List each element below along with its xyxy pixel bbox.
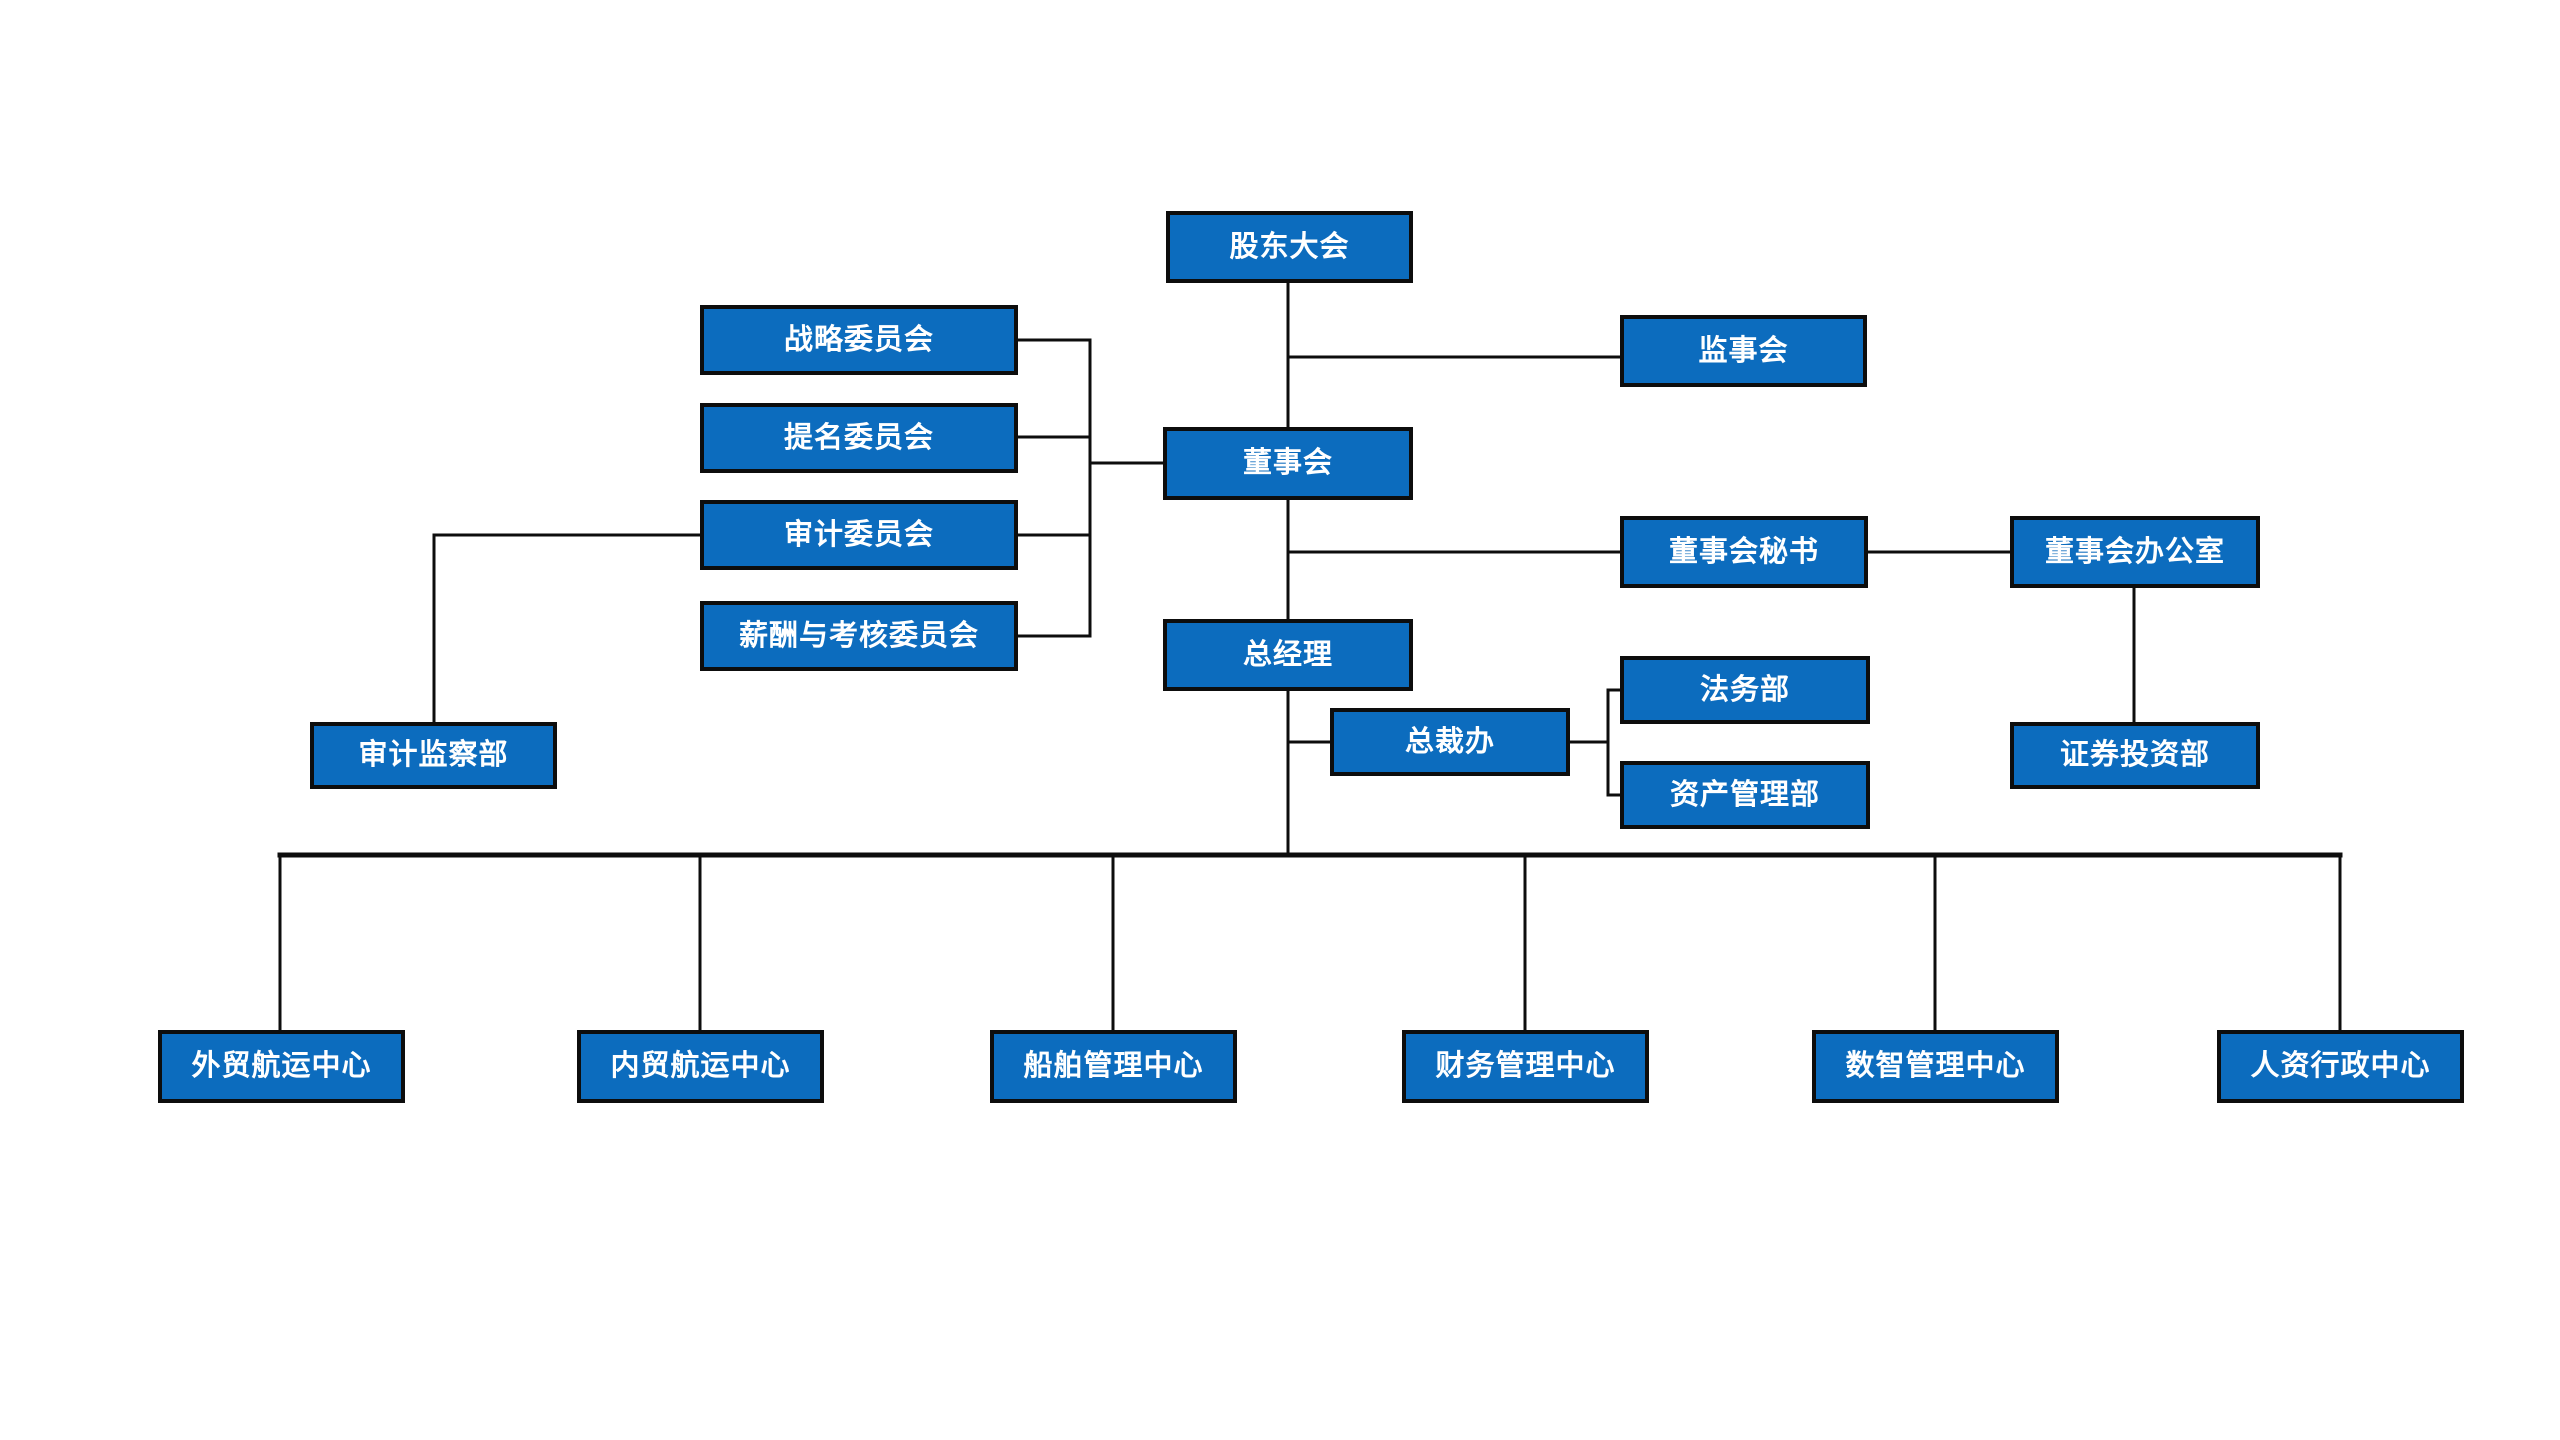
node-legal-affairs-dept[interactable]: 法务部 xyxy=(1620,656,1870,724)
node-label: 资产管理部 xyxy=(1669,778,1820,811)
node-remuneration-committee[interactable]: 薪酬与考核委员会 xyxy=(700,601,1018,671)
node-board-of-supervisors[interactable]: 监事会 xyxy=(1620,315,1867,387)
node-label: 董事会 xyxy=(1242,447,1333,479)
node-label: 船舶管理中心 xyxy=(1023,1050,1204,1082)
node-audit-supervision-dept[interactable]: 审计监察部 xyxy=(310,722,557,789)
node-label: 董事会办公室 xyxy=(2044,535,2225,568)
node-nomination-committee[interactable]: 提名委员会 xyxy=(700,403,1018,473)
node-label: 董事会秘书 xyxy=(1668,535,1819,568)
node-label: 战略委员会 xyxy=(783,323,934,356)
node-label: 股东大会 xyxy=(1229,230,1350,263)
node-label: 薪酬与考核委员会 xyxy=(738,619,979,652)
node-label: 总经理 xyxy=(1242,638,1333,671)
node-strategy-committee[interactable]: 战略委员会 xyxy=(700,305,1018,375)
node-hr-administration-center[interactable]: 人资行政中心 xyxy=(2217,1030,2464,1103)
node-label: 证券投资部 xyxy=(2059,739,2210,771)
node-digital-intelligence-center[interactable]: 数智管理中心 xyxy=(1812,1030,2059,1103)
node-general-manager[interactable]: 总经理 xyxy=(1163,619,1413,691)
node-securities-investment-dept[interactable]: 证券投资部 xyxy=(2010,722,2260,789)
node-foreign-trade-shipping-center[interactable]: 外贸航运中心 xyxy=(158,1030,405,1103)
node-label: 数智管理中心 xyxy=(1845,1050,2026,1082)
node-board-secretary[interactable]: 董事会秘书 xyxy=(1620,516,1868,588)
node-board-office[interactable]: 董事会办公室 xyxy=(2010,516,2260,588)
node-audit-committee[interactable]: 审计委员会 xyxy=(700,500,1018,570)
node-ship-management-center[interactable]: 船舶管理中心 xyxy=(990,1030,1237,1103)
connector-audit-to-supervision-dept xyxy=(432,533,702,724)
node-label: 审计监察部 xyxy=(358,739,509,771)
node-label: 提名委员会 xyxy=(783,421,934,454)
node-label: 内贸航运中心 xyxy=(610,1050,791,1082)
node-board-of-directors[interactable]: 董事会 xyxy=(1163,427,1413,500)
node-presidents-office[interactable]: 总裁办 xyxy=(1330,708,1570,776)
node-shareholders-meeting[interactable]: 股东大会 xyxy=(1166,211,1413,283)
node-label: 外贸航运中心 xyxy=(191,1050,372,1082)
node-domestic-trade-shipping-center[interactable]: 内贸航运中心 xyxy=(577,1030,824,1103)
node-financial-management-center[interactable]: 财务管理中心 xyxy=(1402,1030,1649,1103)
node-label: 人资行政中心 xyxy=(2250,1050,2431,1082)
node-label: 监事会 xyxy=(1698,334,1789,367)
node-label: 法务部 xyxy=(1699,673,1790,706)
node-label: 总裁办 xyxy=(1404,725,1495,758)
node-label: 审计委员会 xyxy=(783,518,934,551)
node-label: 财务管理中心 xyxy=(1435,1050,1616,1082)
node-asset-management-dept[interactable]: 资产管理部 xyxy=(1620,761,1870,829)
